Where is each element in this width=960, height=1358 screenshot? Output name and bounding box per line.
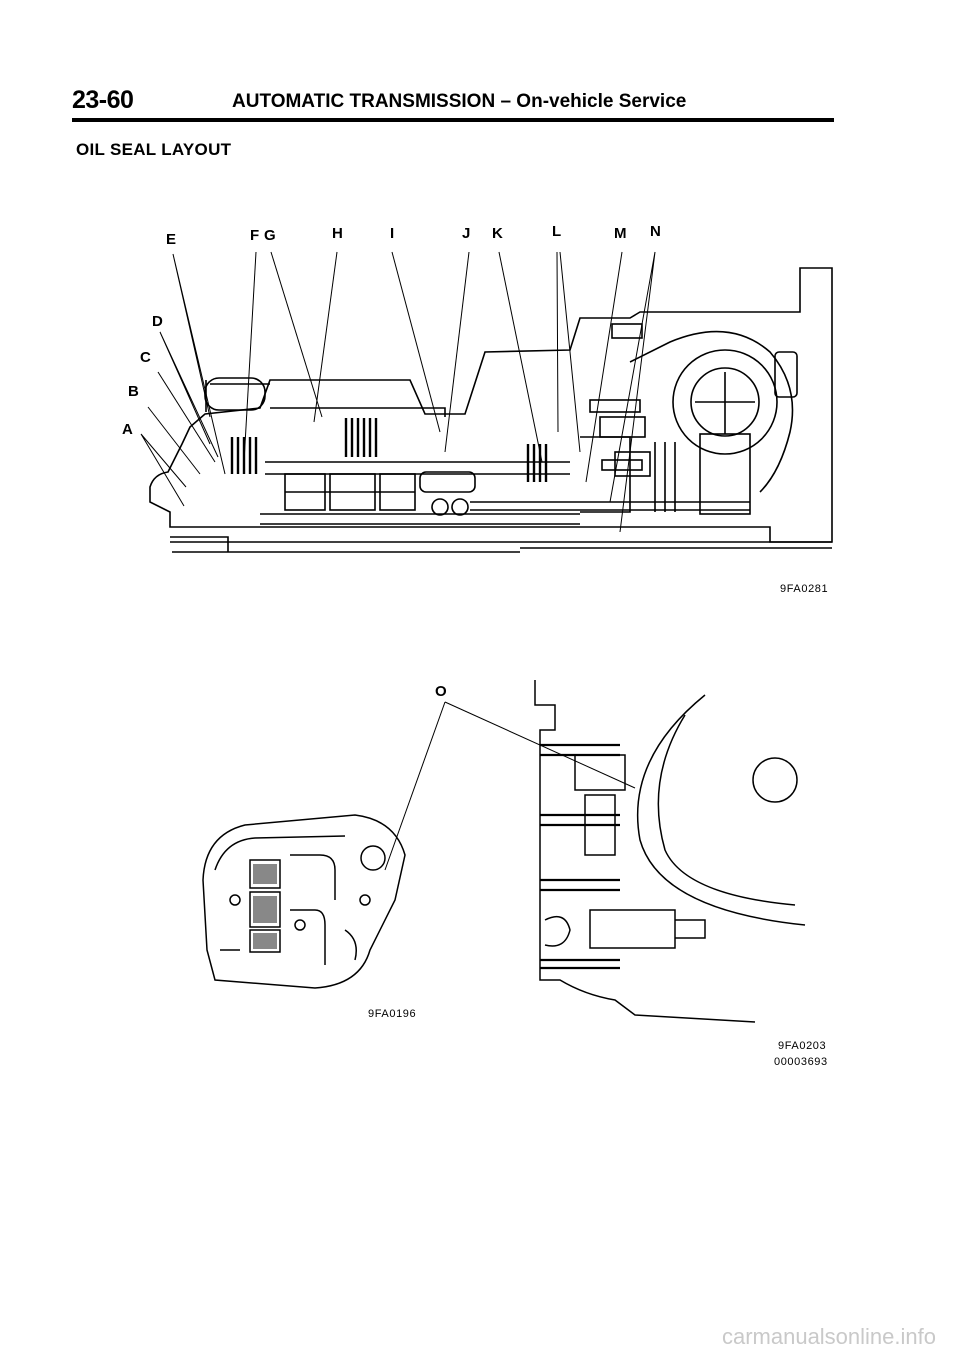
- callout-n: N: [650, 223, 661, 240]
- callout-m: M: [614, 225, 627, 242]
- callout-e: E: [166, 231, 176, 248]
- callout-l: L: [552, 223, 561, 240]
- page-number: 23-60: [72, 86, 134, 114]
- top-figure-code: 9FA0281: [780, 583, 829, 595]
- document-code: 00003693: [774, 1056, 828, 1068]
- case-figure: O: [375, 670, 830, 1025]
- bottom-right-figure-code: 9FA0203: [778, 1040, 827, 1052]
- callout-c: C: [140, 349, 151, 366]
- callout-k: K: [492, 225, 503, 242]
- transmission-cross-section-figure: A B C D E F G H I J K L M N: [110, 212, 845, 572]
- callout-d: D: [152, 313, 163, 330]
- callout-b: B: [128, 383, 139, 400]
- valve-body-drawing: [202, 814, 406, 989]
- callout-f: F: [250, 227, 259, 244]
- watermark: carmanualsonline.info: [721, 1324, 936, 1349]
- page-title: AUTOMATIC TRANSMISSION – On-vehicle Serv…: [232, 91, 687, 112]
- callout-g: G: [264, 227, 276, 244]
- header-rule: [72, 118, 834, 122]
- case-drawing: O: [384, 680, 806, 1023]
- callout-i: I: [390, 225, 394, 242]
- callout-o: O: [435, 683, 447, 700]
- callout-h: H: [332, 225, 343, 242]
- transmission-cross-section-drawing: A B C D E F G H I J K L M N: [122, 223, 833, 553]
- bottom-left-figure-code: 9FA0196: [368, 1008, 417, 1020]
- callout-j: J: [462, 225, 470, 242]
- valve-body-figure: [195, 800, 420, 995]
- page-header: 23-60 AUTOMATIC TRANSMISSION – On-vehicl…: [72, 86, 834, 120]
- callout-a: A: [122, 421, 133, 438]
- section-title: OIL SEAL LAYOUT: [76, 140, 232, 159]
